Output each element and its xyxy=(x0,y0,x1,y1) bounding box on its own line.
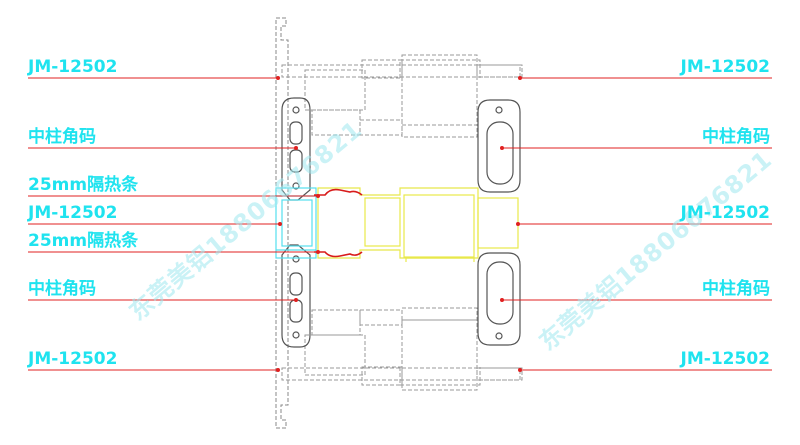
leader-dots-right xyxy=(500,76,522,372)
center-frame-profile xyxy=(317,187,519,262)
top-frame-dashed xyxy=(281,54,523,138)
label-left-2: 中柱角码 xyxy=(28,127,96,147)
label-left-7: JM-12502 xyxy=(28,349,118,369)
leader-lines-right xyxy=(502,77,772,371)
left-corner-bracket-bottom xyxy=(281,244,311,348)
left-outer-extrusion xyxy=(275,17,289,429)
thermal-break-strips xyxy=(314,188,363,258)
leader-lines-left xyxy=(28,77,318,371)
left-corner-bracket-top xyxy=(281,97,311,201)
label-right-2: 中柱角码 xyxy=(702,127,770,147)
label-right-1: JM-12502 xyxy=(680,57,770,77)
bottom-frame-dashed xyxy=(281,307,523,391)
label-right-4: 中柱角码 xyxy=(702,279,770,299)
label-left-4: JM-12502 xyxy=(28,203,118,223)
label-left-3: 25mm隔热条 xyxy=(28,175,139,195)
label-left-6: 中柱角码 xyxy=(28,279,96,299)
label-left-5: 25mm隔热条 xyxy=(28,231,139,251)
leader-dots-left xyxy=(276,76,320,372)
right-corner-bracket-top xyxy=(477,99,521,193)
right-corner-bracket-bottom xyxy=(477,252,521,346)
label-left-1: JM-12502 xyxy=(28,57,118,77)
label-right-3: JM-12502 xyxy=(680,203,770,223)
label-right-5: JM-12502 xyxy=(680,349,770,369)
